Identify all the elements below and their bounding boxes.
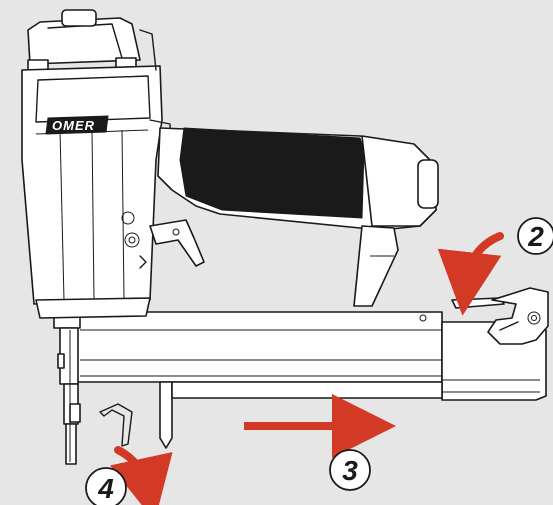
step-number: 4 [97,473,114,504]
tool-body: OMER [21,9,173,319]
handle-grip [179,127,365,219]
step-2-arrow-icon [437,232,504,316]
step-4-arrow-icon [109,446,173,505]
step-number: 2 [527,221,544,252]
nose-assembly [53,309,81,465]
trigger [121,211,205,269]
tool-handle [157,127,439,307]
step-label-4: 4 [85,467,127,505]
step-label-3: 3 [329,449,371,491]
nail-clip [99,403,133,447]
brand-plate [45,115,109,135]
step-label-2: 2 [517,217,553,255]
step-number: 3 [342,455,358,486]
brand-label: OMER [52,118,95,133]
